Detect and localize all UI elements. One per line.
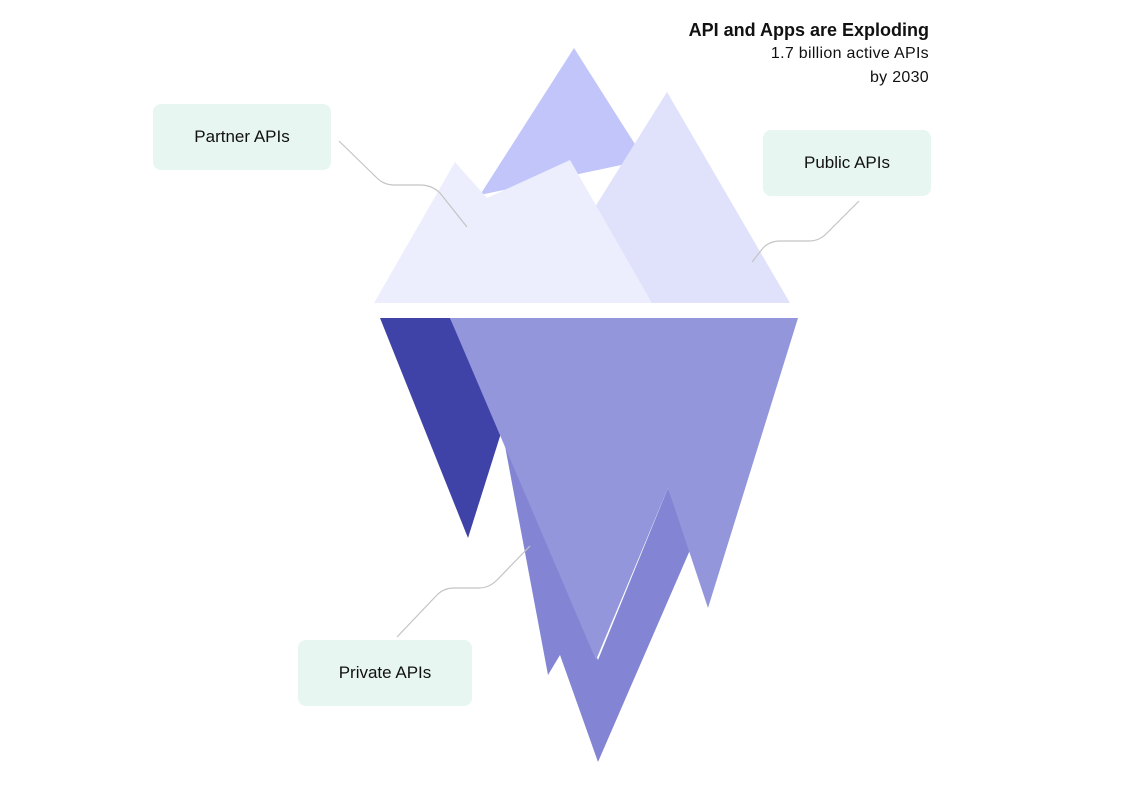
leader-lines (338, 140, 860, 638)
iceberg-tip (374, 48, 790, 303)
underwater-dark (380, 318, 502, 538)
peak-front (374, 160, 652, 303)
underwater-mid (502, 430, 690, 762)
headline: API and Apps are Exploding 1.7 billion a… (609, 18, 929, 90)
leader-line-public (751, 200, 860, 263)
peak-back (480, 48, 645, 195)
callout-private-apis: Private APIs (298, 640, 472, 706)
peak-right (590, 92, 790, 303)
callout-private-label: Private APIs (338, 663, 432, 682)
headline-subtitle-line1: 1.7 billion active APIs (770, 45, 929, 62)
leader-line-private (396, 545, 531, 638)
headline-subtitle-line2: by 2030 (869, 69, 929, 86)
callout-public-label: Public APIs (804, 153, 890, 172)
underwater-light (450, 318, 798, 660)
callout-partner-apis: Partner APIs (153, 104, 331, 170)
iceberg-underwater (380, 318, 798, 762)
leader-line-partner (338, 140, 468, 228)
callout-partner-label: Partner APIs (194, 127, 290, 146)
callout-public-apis: Public APIs (763, 130, 931, 196)
headline-title: API and Apps are Exploding (688, 20, 929, 40)
